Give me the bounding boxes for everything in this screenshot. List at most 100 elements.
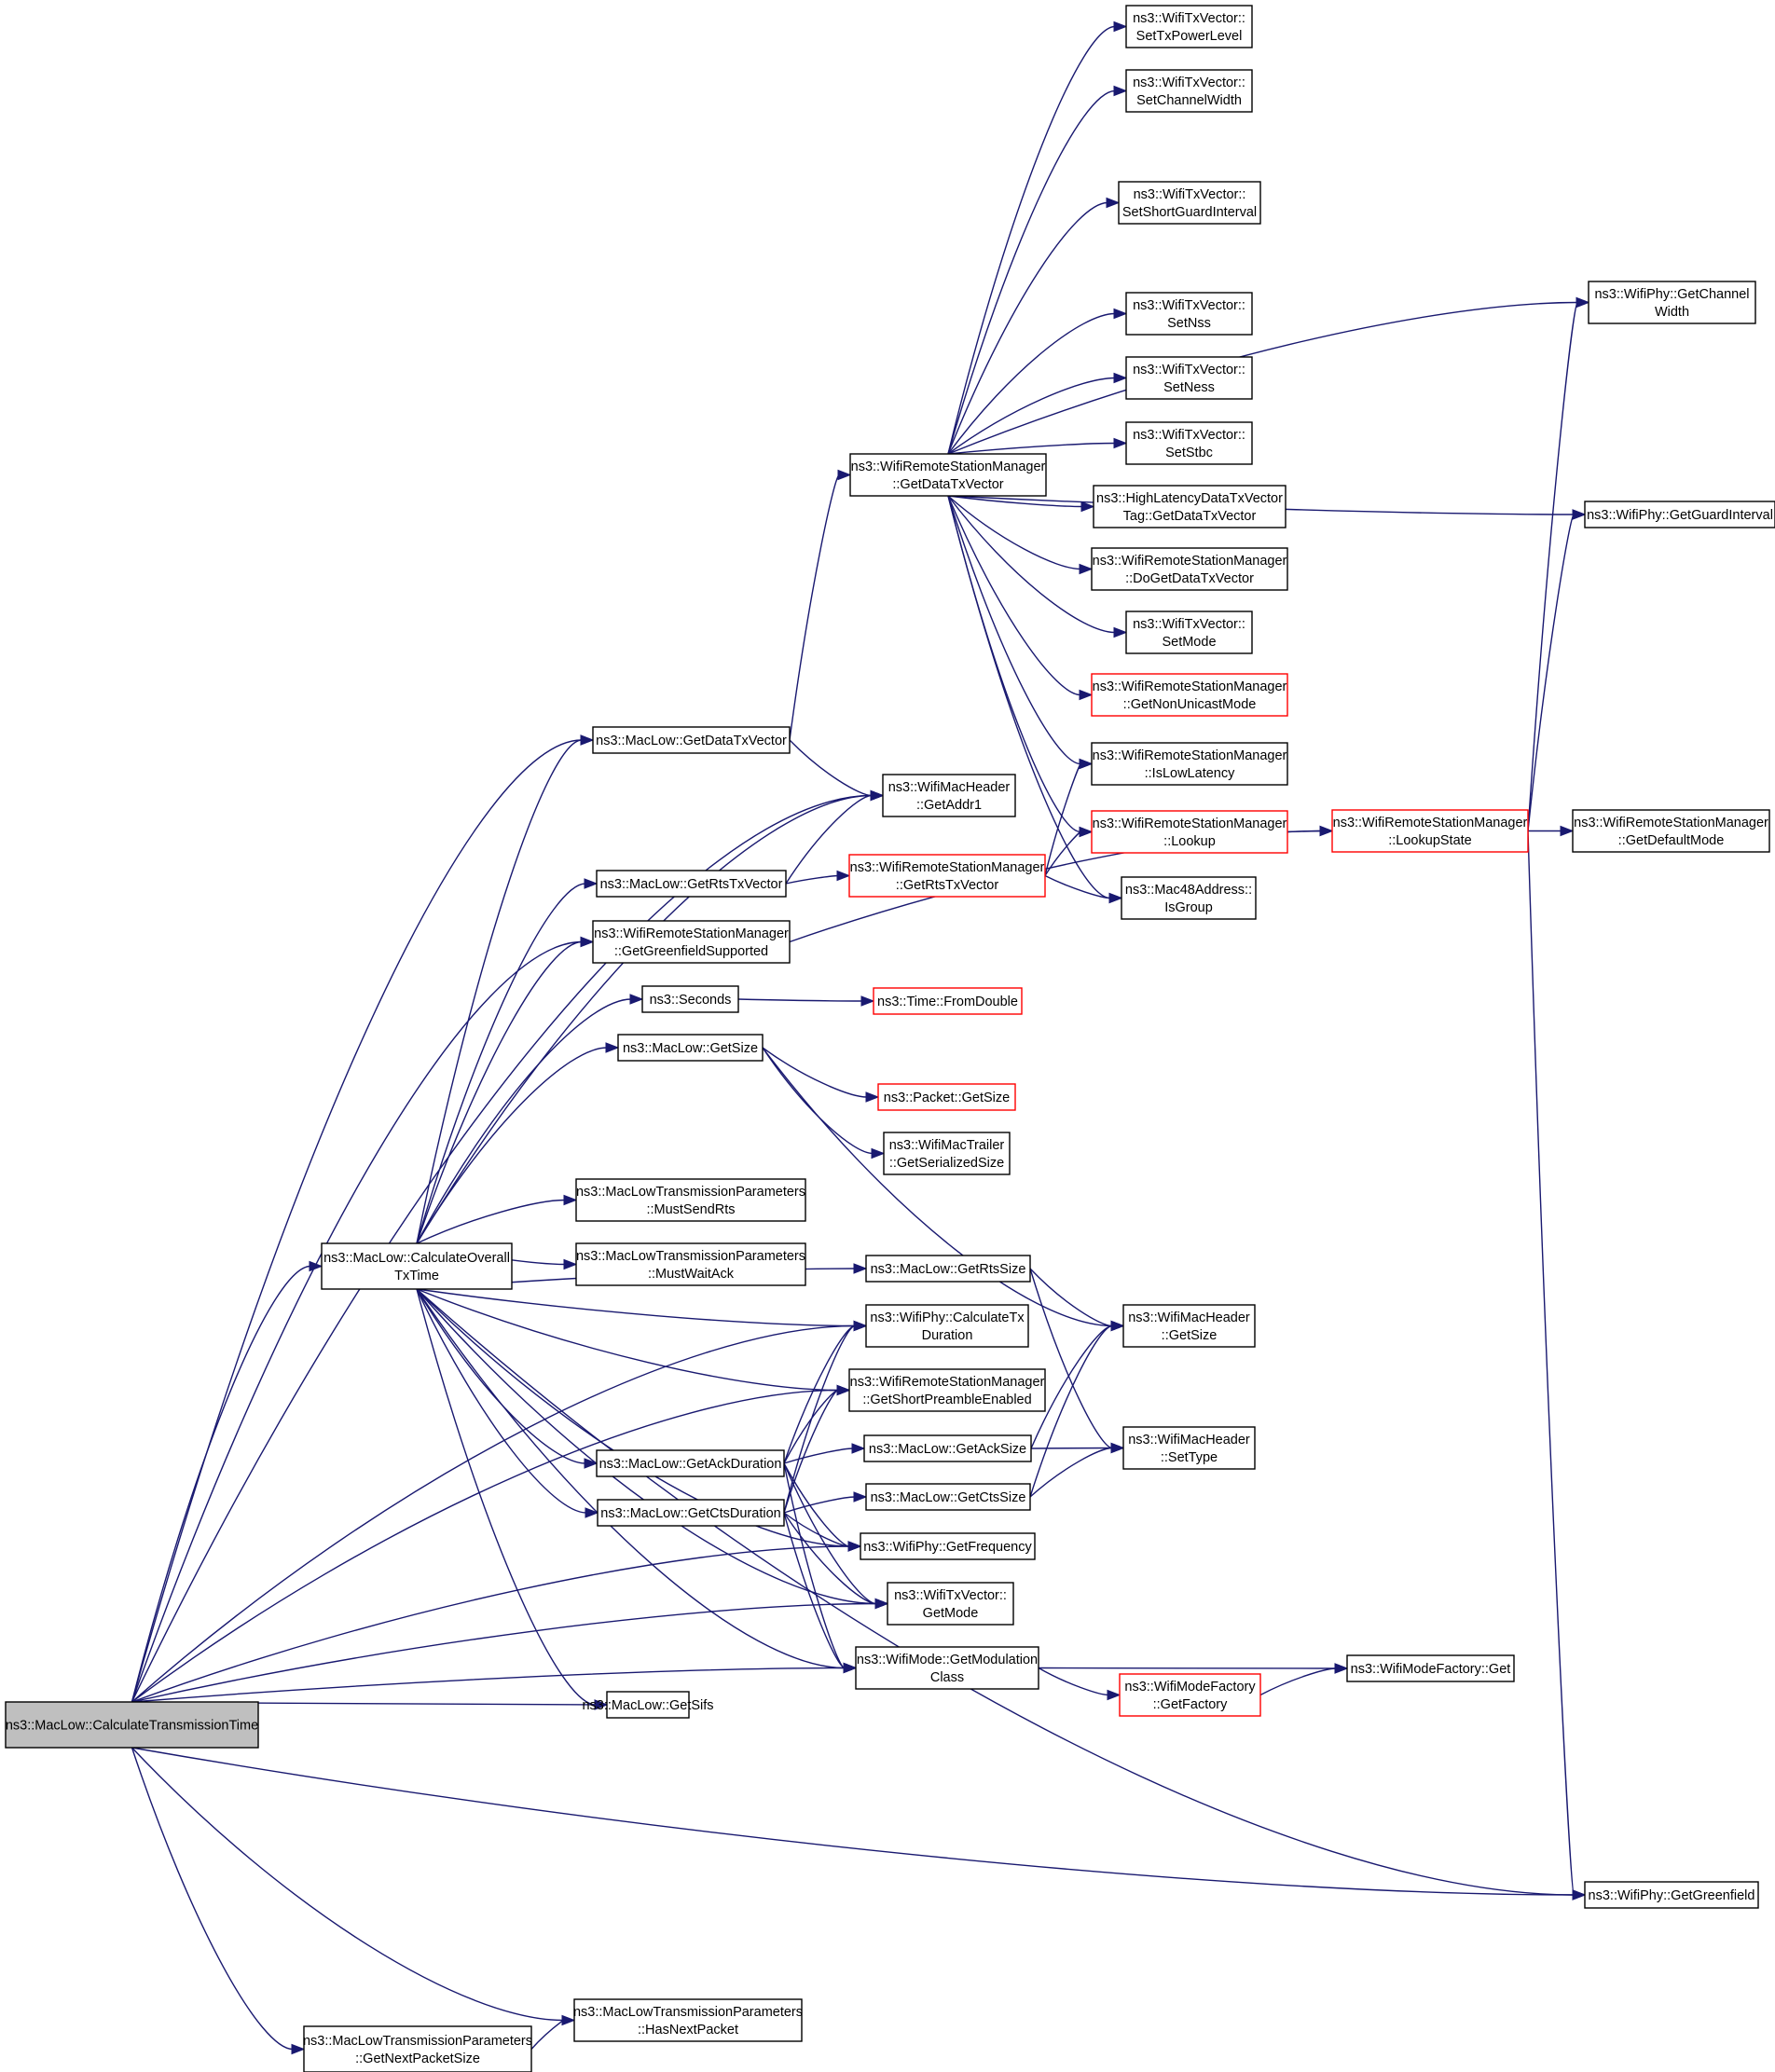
node-box[interactable] [596,870,787,898]
node-has-next-packet[interactable]: ns3::MacLowTransmissionParameters::HasNe… [573,1998,803,2042]
node-box[interactable] [1091,810,1288,854]
node-box[interactable] [575,1178,806,1222]
node-get-sifs[interactable]: ns3::MacLow::GetSifs [582,1691,714,1719]
node-box[interactable] [1588,281,1756,324]
node-box[interactable] [303,2025,532,2072]
node-set-stbc[interactable]: ns3::WifiTxVector::SetStbc [1125,421,1253,465]
node-box[interactable] [592,920,791,964]
node-mac-low-get-rts-tx-vector[interactable]: ns3::MacLow::GetRtsTxVector [596,870,787,898]
node-box[interactable] [1584,1881,1759,1909]
node-get-serialized-size[interactable]: ns3::WifiMacTrailer::GetSerializedSize [883,1132,1011,1175]
node-get-rts-size[interactable]: ns3::MacLow::GetRtsSize [865,1255,1031,1283]
node-box[interactable] [596,1449,785,1477]
node-box[interactable] [617,1034,764,1062]
node-box[interactable] [1091,742,1288,786]
node-from-double[interactable]: ns3::Time::FromDouble [873,987,1023,1015]
node-box[interactable] [1346,1654,1515,1682]
node-get-frequency[interactable]: ns3::WifiPhy::GetFrequency [860,1532,1036,1560]
node-set-channel-width[interactable]: ns3::WifiTxVector::SetChannelWidth [1125,69,1253,113]
node-get-addr1[interactable]: ns3::WifiMacHeader::GetAddr1 [882,774,1016,817]
node-box[interactable] [575,1242,806,1286]
node-box[interactable] [1125,5,1253,48]
node-box[interactable] [573,1998,803,2042]
node-box[interactable] [855,1646,1039,1690]
node-get-short-preamble-enabled[interactable]: ns3::WifiRemoteStationManager::GetShortP… [848,1368,1046,1412]
node-box[interactable] [1091,673,1288,717]
node-box[interactable] [1125,292,1253,336]
node-box[interactable] [1093,485,1287,528]
node-box[interactable] [597,1499,785,1527]
node-box[interactable] [606,1691,690,1719]
node-box[interactable] [1122,1426,1256,1470]
node-box[interactable] [592,726,791,754]
node-get-guard-interval[interactable]: ns3::WifiPhy::GetGuardInterval [1584,501,1775,528]
node-box[interactable] [1125,69,1253,113]
node-box[interactable] [1331,809,1529,853]
node-get-ack-size[interactable]: ns3::MacLow::GetAckSize [863,1434,1032,1462]
node-box[interactable] [865,1255,1031,1283]
node-box[interactable] [1119,1673,1261,1717]
node-box[interactable] [865,1483,1031,1511]
node-box[interactable] [883,1132,1011,1175]
node-mac-low-get-size[interactable]: ns3::MacLow::GetSize [617,1034,764,1062]
node-box[interactable] [1125,421,1253,465]
node-do-get-data-tx-vector[interactable]: ns3::WifiRemoteStationManager::DoGetData… [1091,547,1288,591]
node-set-short-guard-interval[interactable]: ns3::WifiTxVector::SetShortGuardInterval [1118,181,1261,225]
node-set-tx-power-level[interactable]: ns3::WifiTxVector::SetTxPowerLevel [1125,5,1253,48]
node-box[interactable] [1122,1304,1256,1348]
node-box[interactable] [1572,809,1770,853]
node-get-non-unicast-mode[interactable]: ns3::WifiRemoteStationManager::GetNonUni… [1091,673,1288,717]
node-box[interactable] [877,1083,1016,1111]
node-set-ness[interactable]: ns3::WifiTxVector::SetNess [1125,356,1253,400]
node-get-default-mode[interactable]: ns3::WifiRemoteStationManager::GetDefaul… [1572,809,1770,853]
node-box[interactable] [865,1304,1029,1348]
node-box[interactable] [5,1701,259,1749]
node-box[interactable] [1125,611,1253,654]
node-wrsm-get-rts-tx-vector[interactable]: ns3::WifiRemoteStationManager::GetRtsTxV… [848,854,1046,898]
node-get-ack-duration[interactable]: ns3::MacLow::GetAckDuration [596,1449,785,1477]
node-box[interactable] [1121,876,1257,920]
node-wifi-mac-header-get-size[interactable]: ns3::WifiMacHeader::GetSize [1122,1304,1256,1348]
node-box[interactable] [321,1242,513,1290]
node-must-wait-ack[interactable]: ns3::MacLowTransmissionParameters::MustW… [575,1242,806,1286]
node-box[interactable] [887,1582,1014,1626]
node-lookup-state[interactable]: ns3::WifiRemoteStationManager::LookupSta… [1331,809,1529,853]
node-must-send-rts[interactable]: ns3::MacLowTransmissionParameters::MustS… [575,1178,806,1222]
node-calc-transmission-time[interactable]: ns3::MacLow::CalculateTransmissionTime [5,1701,259,1749]
node-box[interactable] [848,854,1046,898]
node-set-mode[interactable]: ns3::WifiTxVector::SetMode [1125,611,1253,654]
node-get-mode[interactable]: ns3::WifiTxVector::GetMode [887,1582,1014,1626]
node-box[interactable] [848,1368,1046,1412]
node-box[interactable] [1125,356,1253,400]
node-set-type[interactable]: ns3::WifiMacHeader::SetType [1122,1426,1256,1470]
node-get-greenfield-supported[interactable]: ns3::WifiRemoteStationManager::GetGreenf… [592,920,791,964]
node-get-cts-duration[interactable]: ns3::MacLow::GetCtsDuration [597,1499,785,1527]
node-get-cts-size[interactable]: ns3::MacLow::GetCtsSize [865,1483,1031,1511]
node-box[interactable] [641,985,739,1013]
node-get-next-packet-size[interactable]: ns3::MacLowTransmissionParameters::GetNe… [303,2025,532,2072]
node-mode-factory-get[interactable]: ns3::WifiModeFactory::Get [1346,1654,1515,1682]
node-box[interactable] [863,1434,1032,1462]
node-get-greenfield[interactable]: ns3::WifiPhy::GetGreenfield [1584,1881,1759,1909]
node-mac-low-get-data-tx-vector[interactable]: ns3::MacLow::GetDataTxVector [592,726,791,754]
node-lookup[interactable]: ns3::WifiRemoteStationManager::Lookup [1091,810,1288,854]
node-box[interactable] [1584,501,1775,528]
node-is-low-latency[interactable]: ns3::WifiRemoteStationManager::IsLowLate… [1091,742,1288,786]
node-packet-get-size[interactable]: ns3::Packet::GetSize [877,1083,1016,1111]
node-box[interactable] [882,774,1016,817]
node-set-nss[interactable]: ns3::WifiTxVector::SetNss [1125,292,1253,336]
node-get-factory[interactable]: ns3::WifiModeFactory::GetFactory [1119,1673,1261,1717]
node-box[interactable] [1118,181,1261,225]
node-wrsm-get-data-tx-vector[interactable]: ns3::WifiRemoteStationManager::GetDataTx… [849,453,1047,497]
node-seconds[interactable]: ns3::Seconds [641,985,739,1013]
node-box[interactable] [849,453,1047,497]
node-is-group[interactable]: ns3::Mac48Address::IsGroup [1121,876,1257,920]
node-hl-tag-get-data-tx-vector[interactable]: ns3::HighLatencyDataTxVectorTag::GetData… [1093,485,1287,528]
node-box[interactable] [873,987,1023,1015]
node-box[interactable] [860,1532,1036,1560]
node-box[interactable] [1091,547,1288,591]
